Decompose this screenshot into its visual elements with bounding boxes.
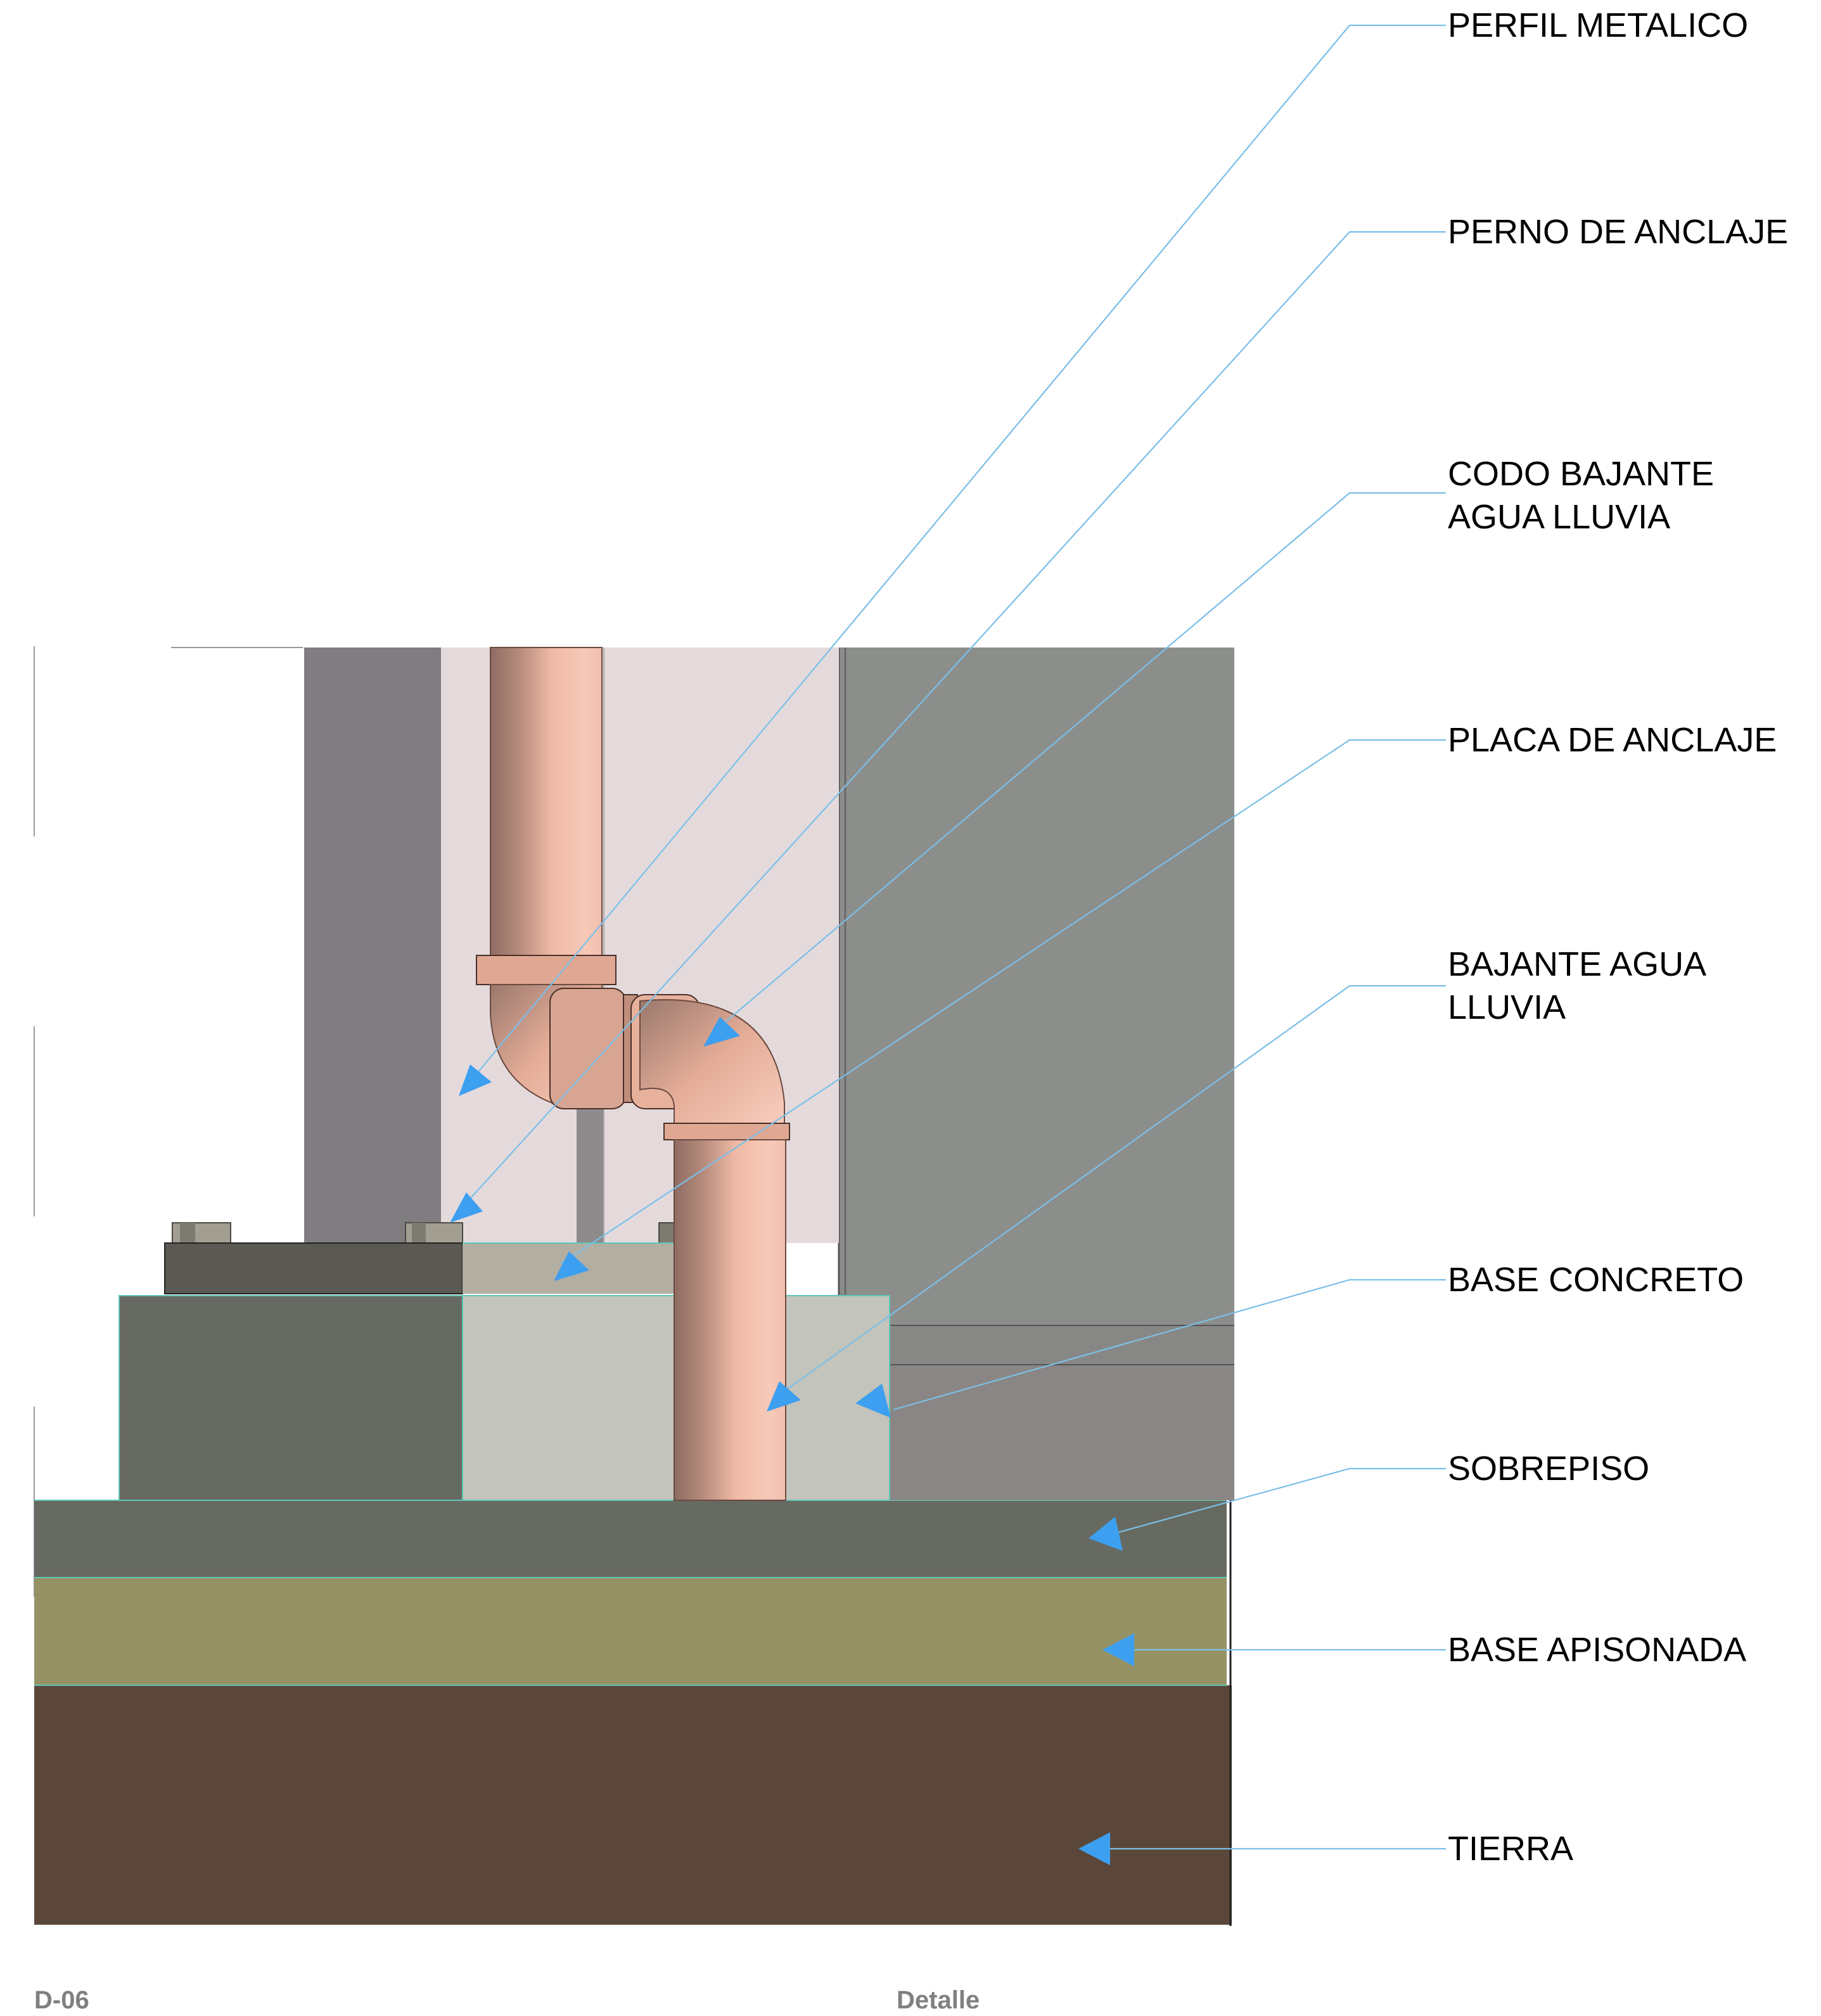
tierra-layer — [34, 1685, 1232, 1925]
footer-code: D-06 — [34, 1986, 89, 2013]
label-bajante-line2: LLUVIA — [1448, 988, 1566, 1026]
arrowheads — [450, 1017, 1134, 1865]
base-concreto-dark — [119, 1296, 463, 1500]
arrow-tierra — [1078, 1832, 1110, 1865]
arrow-sobrepiso — [1089, 1517, 1123, 1551]
middle-coupling-a — [549, 988, 627, 1109]
upper-coupling — [476, 955, 617, 985]
arrow-bajante — [767, 1381, 801, 1412]
wall-block-upper — [839, 648, 1234, 1325]
base-apisonada-layer — [34, 1578, 1227, 1685]
lower-elbow — [639, 999, 785, 1125]
wall-block-lower — [890, 1365, 1234, 1500]
lower-coupling — [663, 1123, 790, 1140]
bajante-upper-pipe — [490, 647, 603, 959]
sobrepiso-layer — [34, 1500, 1227, 1578]
arrow-base-apisonada — [1102, 1633, 1134, 1666]
label-codo-bajante-line2: AGUA LLUVIA — [1448, 498, 1670, 536]
leader-lines — [462, 24, 1446, 1850]
arrow-placa-de-anclaje — [554, 1251, 589, 1281]
label-base-concreto: BASE CONCRETO — [1448, 1261, 1744, 1299]
label-sobrepiso: SOBREPISO — [1448, 1450, 1649, 1488]
label-tierra: TIERRA — [1448, 1830, 1573, 1868]
label-codo-bajante-line1: CODO BAJANTE — [1448, 455, 1714, 493]
label-base-apisonada: BASE APISONADA — [1448, 1631, 1746, 1669]
perfil-metalico-flange — [304, 648, 441, 1243]
arrow-codo-bajante — [703, 1017, 740, 1047]
arrow-base-concreto — [855, 1384, 891, 1418]
label-placa-de-anclaje: PLACA DE ANCLAJE — [1448, 721, 1777, 759]
bajante-lower-pipe — [674, 1139, 786, 1501]
label-bajante-line1: BAJANTE AGUA — [1448, 945, 1706, 983]
footer-title: Detalle — [897, 1986, 980, 2013]
wall-block-band — [890, 1325, 1234, 1365]
arrow-perfil-metalico — [459, 1064, 492, 1096]
label-perfil-metalico: PERFIL METALICO — [1448, 6, 1748, 44]
placa-de-anclaje-dark — [164, 1242, 463, 1294]
label-perno-de-anclaje: PERNO DE ANCLAJE — [1448, 213, 1788, 251]
arrow-perno-de-anclaje — [450, 1192, 483, 1223]
